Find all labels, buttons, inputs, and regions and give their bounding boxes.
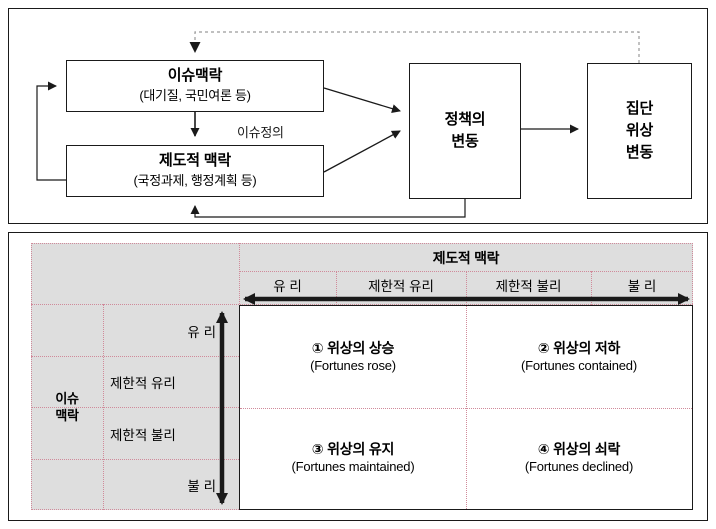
- quadrant-1-label-en: (Fortunes rose): [310, 357, 396, 373]
- matrix-column-header-2: 제한적 불리: [495, 279, 562, 294]
- grid-hrule-row1: [31, 356, 239, 357]
- quadrant-horizontal-divider: [240, 407, 692, 409]
- node-group-status-line1: 집단: [625, 100, 654, 118]
- matrix-row-header-1: 제한적 유리: [110, 375, 176, 391]
- matrix-column-header-title: 제도적 맥락: [432, 250, 500, 266]
- matrix-column-header-3: 불 리: [627, 279, 657, 294]
- quadrant-3-label-en: (Fortunes maintained): [291, 459, 415, 475]
- edge-label-issue-definition: 이슈정의: [237, 125, 284, 140]
- node-group-status-change: 집단 위상 변동: [587, 63, 692, 199]
- node-institutional-context-subtitle: (국정과제, 행정계획 등): [133, 172, 257, 188]
- grid-hrule-row3: [31, 459, 239, 460]
- matrix-row-header-title-line1: 이슈: [55, 390, 79, 406]
- node-group-status-line3: 변동: [625, 143, 654, 161]
- grid-vrule-col2: [466, 271, 467, 305]
- flow-diagram-frame: 이슈맥락 (대기질, 국민여론 등) 제도적 맥락 (국정과제, 행정계획 등)…: [8, 8, 708, 224]
- node-institutional-context-title: 제도적 맥락: [159, 152, 231, 170]
- matrix-row-header-title: 이슈 맥락: [31, 305, 103, 510]
- node-issue-context-subtitle: (대기질, 국민여론 등): [139, 87, 251, 103]
- quadrant-1-label-ko: ① 위상의 상승: [311, 339, 395, 356]
- quadrant-4-cell: ④ 위상의 쇠락 (Fortunes declined): [466, 408, 692, 510]
- quadrant-2-cell: ② 위상의 저하 (Fortunes contained): [466, 306, 692, 408]
- matrix-column-header-0: 유 리: [273, 279, 302, 294]
- matrix-column-header-1: 제한적 유리: [368, 279, 434, 294]
- matrix-frame: 제도적 맥락 유 리 제한적 유리 제한적 불리 불 리 이슈 맥락 유 리 제…: [8, 232, 708, 521]
- node-policy-change-line2: 변동: [451, 133, 479, 150]
- flow-connectors: [36, 31, 640, 218]
- quadrant-4-label-ko: ④ 위상의 쇠락: [537, 441, 621, 458]
- node-policy-change-line1: 정책의: [444, 111, 486, 129]
- quadrant-3-cell: ③ 위상의 유지 (Fortunes maintained): [240, 408, 466, 510]
- node-institutional-context: 제도적 맥락 (국정과제, 행정계획 등): [66, 145, 324, 197]
- quadrant-2-label-ko: ② 위상의 저하: [537, 339, 621, 356]
- matrix-quadrant-panel: ① 위상의 상승 (Fortunes rose) ② 위상의 저하 (Fortu…: [239, 305, 693, 510]
- matrix-row-header-2: 제한적 불리: [110, 427, 176, 443]
- node-issue-context-title: 이슈맥락: [167, 67, 223, 85]
- grid-vrule-rowlabel: [103, 304, 104, 510]
- matrix-row-header-title-line2: 맥락: [55, 407, 79, 423]
- quadrant-4-label-en: (Fortunes declined): [524, 459, 634, 475]
- quadrant-2-label-en: (Fortunes contained): [521, 357, 637, 373]
- matrix-row-header-0: 유 리: [187, 324, 216, 340]
- grid-vrule-col1: [336, 271, 337, 305]
- node-policy-change: 정책의 변동: [409, 63, 521, 199]
- quadrant-1-cell: ① 위상의 상승 (Fortunes rose): [240, 306, 466, 408]
- grid-hrule-row2: [31, 407, 239, 408]
- node-group-status-line2: 위상: [625, 122, 654, 140]
- node-issue-context: 이슈맥락 (대기질, 국민여론 등): [66, 60, 324, 112]
- matrix-row-header-3: 불 리: [187, 478, 216, 494]
- quadrant-3-label-ko: ③ 위상의 유지: [311, 441, 395, 458]
- grid-vrule-col3: [591, 271, 592, 305]
